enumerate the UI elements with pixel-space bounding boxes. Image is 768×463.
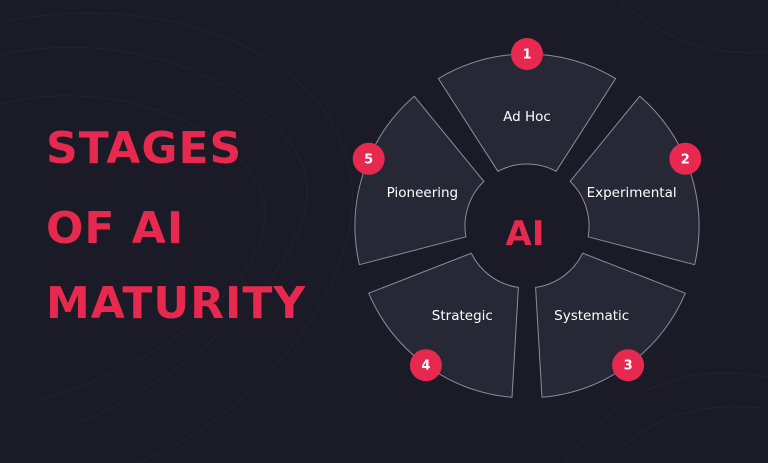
badge-circle [409,349,442,382]
stage-badge-2: 2 [669,142,702,175]
badge-number: 4 [421,359,430,374]
center-label: AI [506,214,545,254]
badge-number: 5 [364,152,373,167]
stage-label-1: Ad Hoc [503,109,551,125]
badge-circle [352,142,385,175]
title-line-2: OF AI [46,203,185,254]
badge-circle [511,38,543,70]
title-line-1: STAGES [46,123,243,174]
stage-badge-3: 3 [612,349,645,382]
badge-circle [669,142,702,175]
stage-label-3: Systematic [554,308,629,324]
stage-segment-4 [368,252,519,398]
stage-badge-1: 1 [511,38,543,70]
stage-segment-5 [354,95,485,266]
badge-circle [612,349,645,382]
stage-segment-2 [569,95,700,266]
stage-label-5: Pioneering [387,185,458,201]
stage-label-2: Experimental [587,185,677,201]
badge-number: 2 [681,152,690,167]
badge-number: 1 [522,48,531,63]
badge-number: 3 [624,359,633,374]
stage-badge-4: 4 [409,349,442,382]
stage-segment-1 [437,53,617,172]
title-line-3: MATURITY [46,278,307,329]
stage-label-4: Strategic [432,308,493,324]
stage-segment-3 [535,252,686,398]
stage-badge-5: 5 [352,142,385,175]
